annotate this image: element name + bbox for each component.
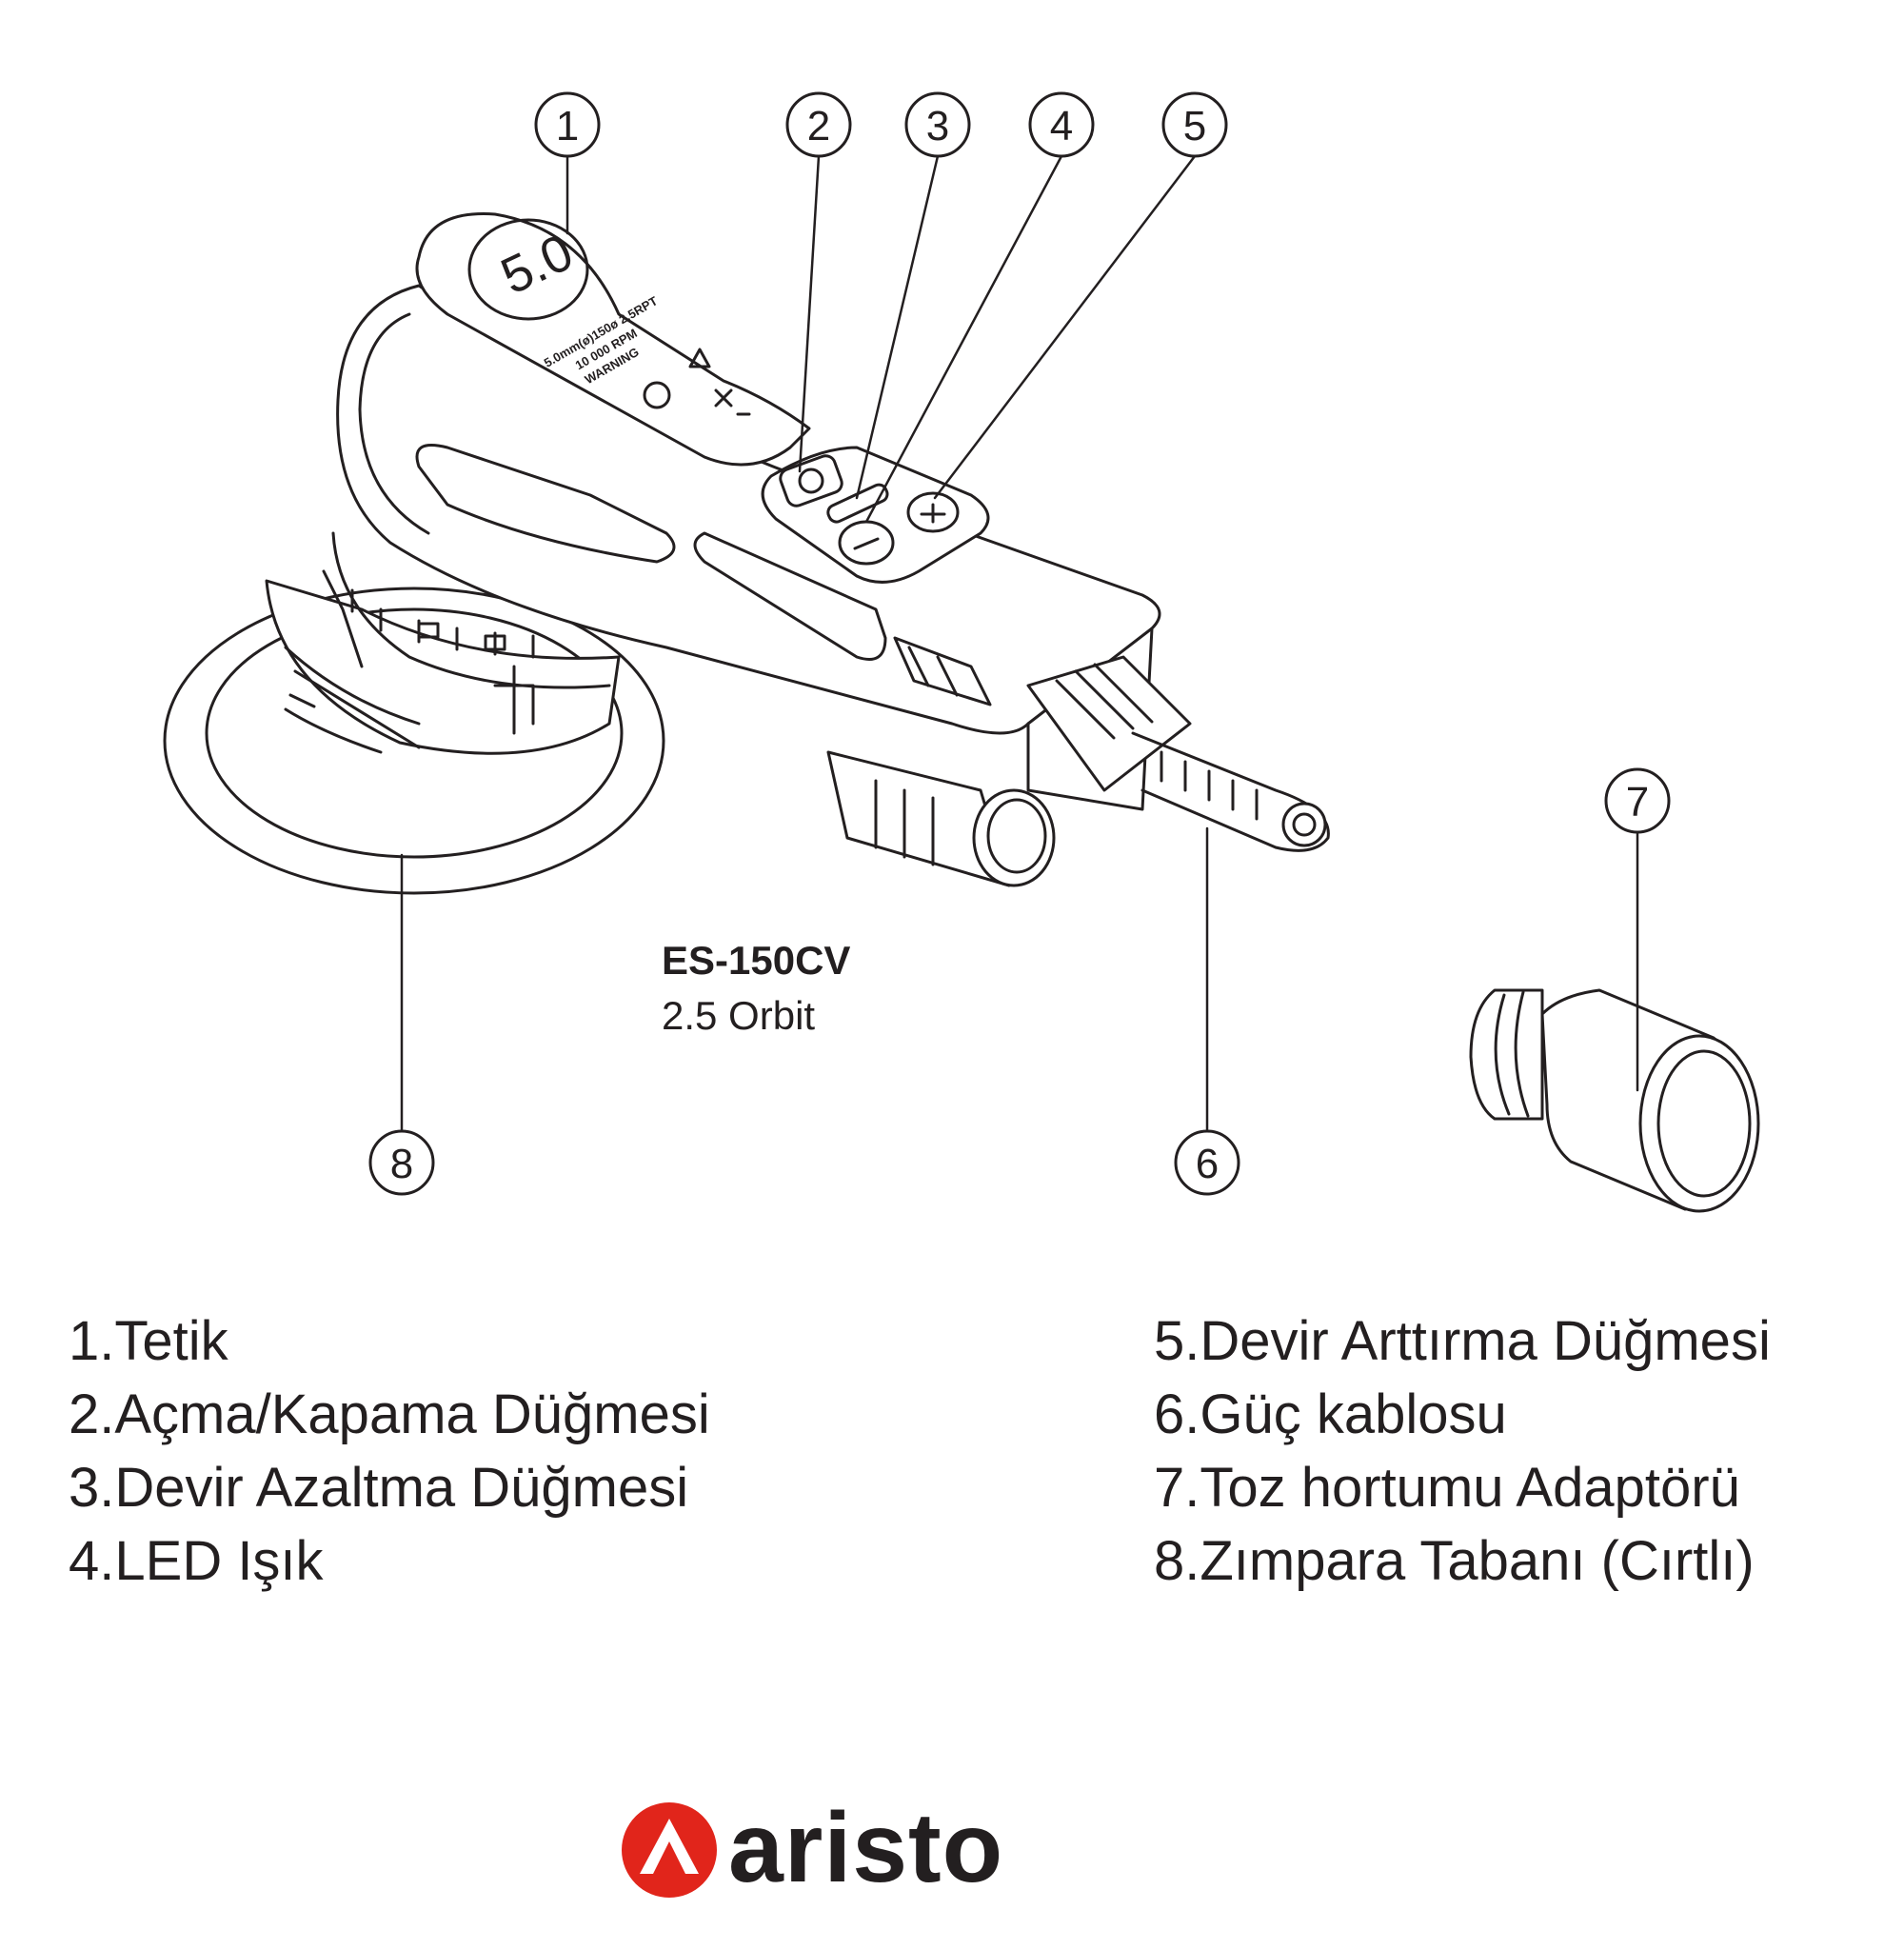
motor-housing: [265, 531, 621, 755]
model-info: ES-150CV 2.5 Orbit: [662, 933, 850, 1044]
model-code: ES-150CV: [662, 938, 851, 983]
legend-item: 8.Zımpara Tabanı (Cırtlı): [1154, 1530, 1755, 1592]
led-light: [826, 483, 889, 524]
legend-item: 6.Güç kablosu: [1154, 1383, 1507, 1445]
warning-icons: [643, 348, 751, 416]
legend-item: 5.Devir Arttırma Düğmesi: [1154, 1310, 1771, 1372]
callout-4: [1028, 91, 1095, 158]
legend-item: 1.Tetik: [69, 1310, 228, 1372]
dust-hose-adapter: [1469, 988, 1760, 1213]
parts-legend-left: 1.Tetik 2.Açma/Kapama Düğmesi 3.Devir Az…: [69, 1304, 710, 1598]
callout-2: [785, 91, 852, 158]
speed-increase-button: [906, 491, 960, 533]
power-cable: [1026, 655, 1330, 852]
callout-1-label: 1: [556, 103, 579, 149]
dust-port: [826, 750, 1056, 887]
callout-2-label: 2: [807, 103, 830, 149]
legend-item: 4.LED Işık: [69, 1530, 324, 1592]
model-orbit: 2.5 Orbit: [662, 993, 816, 1038]
legend-item: 3.Devir Azaltma Düğmesi: [69, 1457, 689, 1519]
brand-logo: aristo: [617, 1793, 1007, 1903]
callout-circles: [368, 91, 1671, 1196]
callout-5-label: 5: [1183, 103, 1206, 149]
power-button: [779, 454, 843, 507]
callout-6: [1174, 1129, 1240, 1196]
legend-item: 2.Açma/Kapama Düğmesi: [69, 1383, 710, 1445]
callout-4-label: 4: [1050, 103, 1073, 149]
callout-7-label: 7: [1626, 779, 1649, 826]
legend-item: 7.Toz hortumu Adaptörü: [1154, 1457, 1740, 1519]
sander-exploded-diagram: 5.0 5.0mm(ø)150ø 2.5RPT 10 000 RPM WARNI…: [163, 91, 1760, 1213]
brand-name: aristo: [728, 1793, 1004, 1903]
callout-3: [904, 91, 971, 158]
brand-mark-icon: [622, 1802, 717, 1898]
parts-legend-right: 5.Devir Arttırma Düğmesi 6.Güç kablosu 7…: [1154, 1304, 1771, 1598]
callout-7: [1604, 767, 1671, 834]
callout-5: [1161, 91, 1228, 158]
trigger-paddle: [415, 212, 811, 467]
callout-leaders: [400, 154, 1639, 1133]
callout-8-label: 8: [390, 1141, 413, 1187]
callout-8: [368, 1129, 435, 1196]
callout-6-label: 6: [1196, 1141, 1219, 1187]
callout-1: [534, 91, 601, 158]
callout-3-label: 3: [926, 103, 949, 149]
speed-decrease-button: [838, 520, 895, 566]
